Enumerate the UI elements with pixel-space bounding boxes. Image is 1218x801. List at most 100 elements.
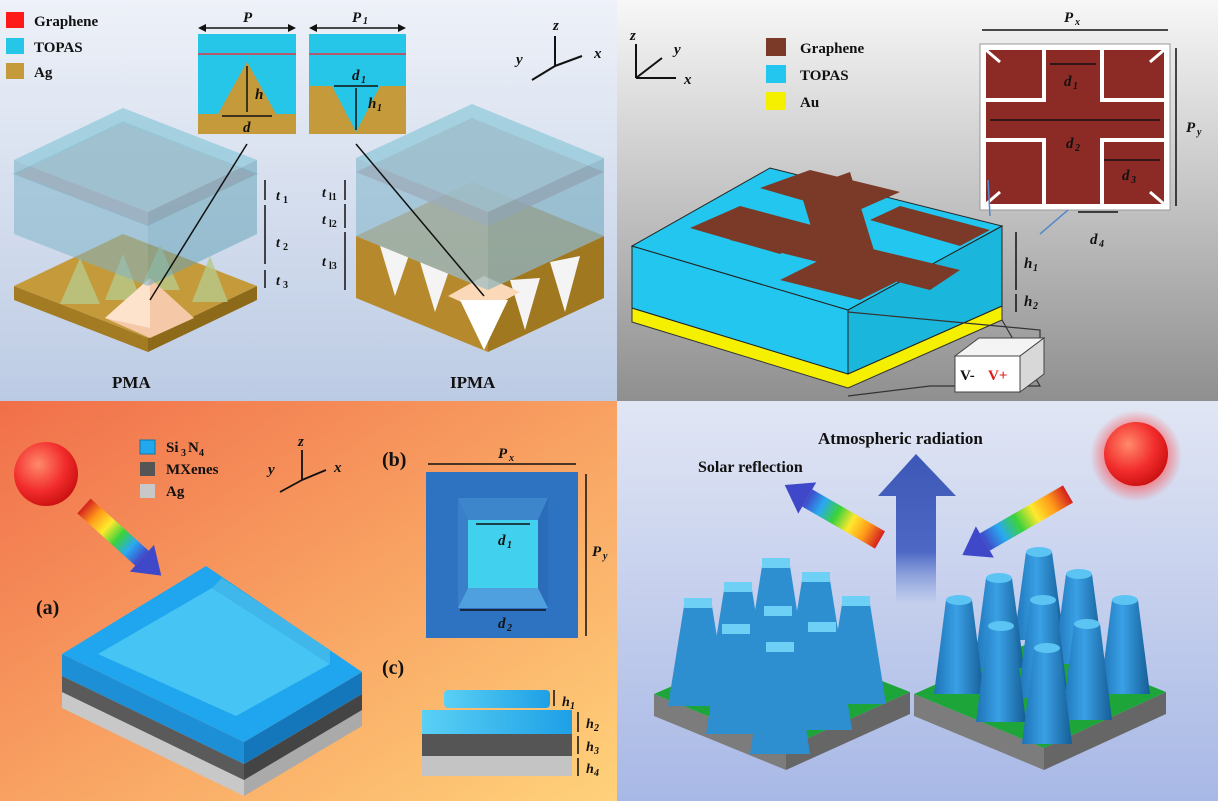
device-h2-label: h [1024,294,1032,310]
unit-cell-d1-label: d [1064,74,1072,90]
layer-h1-label: h [562,695,570,710]
legend-label-graphene-tr: Graphene [800,41,865,57]
legend-swatch-graphene-tr [766,38,786,56]
top-view-px-sub: x [508,453,514,464]
ipma-t3-sub: l3 [329,261,337,272]
panel-br: Atmospheric radiation Solar reflection [654,410,1182,770]
source-pos-label: V+ [988,368,1007,384]
top-view-b [426,472,578,638]
legend-swatch-si3n4 [139,439,156,455]
unit-cell-d2-sub: 2 [1074,143,1080,154]
top-view-py-sub: y [602,551,608,562]
legend-label-au-tr: Au [800,95,819,111]
pma-t3-sub: 3 [283,280,288,291]
legend-swatch-au-tr [766,92,786,110]
inset-ipma: P 1 d 1 h 1 [309,10,406,134]
axes-bl [279,450,327,493]
legend-label-n-sub2: 4 [199,448,204,459]
layer-h2-sub: 2 [593,723,599,734]
top-view-d2-sub: 2 [506,623,512,634]
label-atmospheric-radiation: Atmospheric radiation [818,429,983,448]
device-h2-sub: 2 [1032,301,1038,312]
cone-array [914,547,1166,770]
label-solar-reflection: Solar reflection [698,459,803,476]
pma-t1-label: t [276,189,281,204]
ipma-t2-sub: l2 [329,219,337,230]
inset-ipma-d1-label: d [352,68,360,84]
axis-y-label-tl: y [514,52,523,68]
legend-swatch-ag [6,63,24,79]
panel-bl: Si 3 N 4 MXenes Ag z y x (b) (a) (c) [14,434,608,796]
axis-x-label-bl: x [333,460,342,476]
inset-pma: P h d [198,10,296,136]
caption-pma: PMA [112,373,151,392]
legend-label-mxenes: MXenes [166,462,219,478]
axis-x-label-tr: x [683,72,692,88]
panel-tl: Graphene TOPAS Ag P h d P [6,10,604,392]
unit-cell-py-sub: y [1196,127,1202,138]
unit-cell-py-label: P [1186,120,1196,136]
legend-swatch-mxenes [140,462,155,476]
unit-cell-pointer-b [1039,209,1069,235]
pma-block [12,108,259,352]
legend-label-ag-bl: Ag [166,484,185,500]
unit-cell-d4-sub: 4 [1098,239,1104,250]
top-view-py-label: P [592,544,602,560]
legend-label-si: Si [166,440,179,456]
unit-cell-px-sub: x [1074,17,1080,28]
tag-c: (c) [382,657,404,679]
legend-tr: Graphene TOPAS Au [766,38,865,111]
pma-t3-label: t [276,274,281,289]
incident-sunlight-arrow [962,485,1073,558]
legend-label-topas-tr: TOPAS [800,68,849,84]
top-view-d1-label: d [498,533,506,549]
inset-ipma-d1-sub: 1 [361,75,366,86]
device-h1-sub: 1 [1033,263,1038,274]
axis-x-label-tl: x [593,46,602,62]
layer-h3-label: h [586,740,594,755]
axes-tl [531,36,583,81]
ipma-t3-label: t [322,255,327,270]
unit-cell-d3-label: d [1122,168,1130,184]
legend-tl: Graphene TOPAS Ag [6,12,99,81]
sun-icon-br [1104,422,1168,486]
ipma-t1-label: t [322,186,327,201]
tag-a: (a) [36,597,59,619]
pma-t2-label: t [276,236,281,251]
top-view-px-label: P [498,446,508,462]
unit-cell-d3-sub: 3 [1130,175,1136,186]
panel-tr: z y x Graphene TOPAS Au [629,10,1202,397]
axis-z-label-tl: z [552,18,559,34]
device-h1-label: h [1024,256,1032,272]
inset-pma-p-label: P [243,10,253,26]
stack-3d [62,566,362,796]
unit-cell-top-view [979,43,1171,211]
pyramid-array [654,558,910,770]
legend-swatch-graphene [6,12,24,28]
axes-tr [635,44,676,79]
inset-ipma-h1-label: h [368,96,376,112]
inset-ipma-h1-sub: 1 [377,103,382,114]
legend-label-topas: TOPAS [34,40,83,56]
unit-cell-d1-sub: 1 [1073,81,1078,92]
pma-pointer-line [149,143,248,301]
axis-y-label-bl: y [266,462,275,478]
legend-label-n: N [188,440,199,456]
ipma-t1-sub: l1 [329,192,337,203]
unit-cell-d4-label: d [1090,232,1098,248]
atmospheric-radiation-arrow [878,454,956,604]
legend-swatch-ag-bl [140,484,155,498]
cross-section-dims [553,690,579,776]
unit-cell-d2-label: d [1066,136,1074,152]
source-neg-label: V- [960,368,975,384]
layer-h3-sub: 3 [593,746,599,757]
legend-swatch-topas-tr [766,65,786,83]
legend-label-si-sub1: 3 [181,448,186,459]
top-view-d1-sub: 1 [507,540,512,551]
axis-z-label-bl: z [297,434,304,450]
voltage-source [847,311,1046,397]
unit-cell-pointer-a [987,179,991,217]
top-view-dims [428,463,587,636]
legend-label-graphene: Graphene [34,14,99,30]
